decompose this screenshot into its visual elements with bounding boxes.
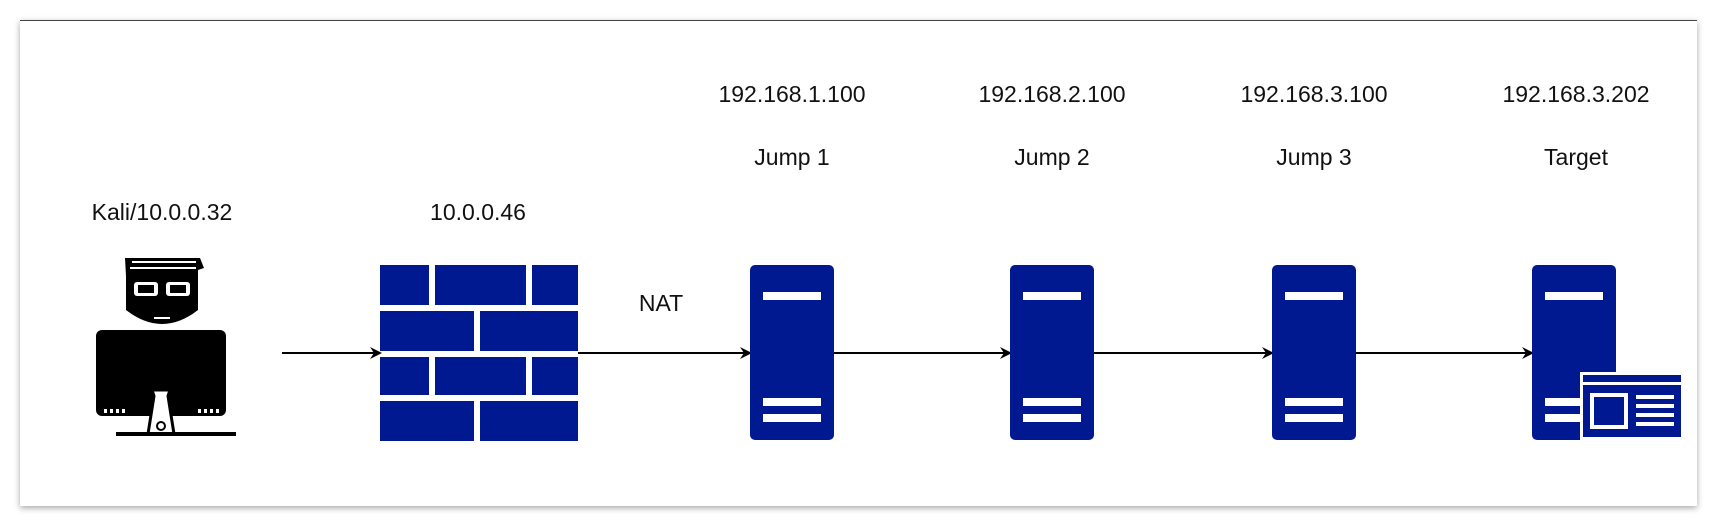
- jump2-ip-label: 192.168.2.100: [978, 81, 1126, 107]
- firewall-ip-label: 10.0.0.46: [430, 199, 526, 225]
- server-icon: [750, 265, 834, 440]
- target-name-label: Target: [1544, 144, 1608, 170]
- jump2-name-label: Jump 2: [1014, 144, 1090, 170]
- jump1-name-label: Jump 1: [754, 144, 830, 170]
- jump3-ip-label: 192.168.3.100: [1240, 81, 1388, 107]
- jump3-name-label: Jump 3: [1276, 144, 1352, 170]
- kali-label: Kali/10.0.0.32: [91, 199, 233, 225]
- hacker-workstation-icon: [96, 258, 236, 436]
- target-ip-label: 192.168.3.202: [1502, 81, 1650, 107]
- diagram-canvas: [20, 20, 1697, 506]
- nat-edge-label: NAT: [638, 290, 684, 316]
- server-icon: [1010, 265, 1094, 440]
- firewall-brick-wall-icon: [380, 265, 578, 441]
- server-icon: [1272, 265, 1356, 440]
- web-server-icon: [1532, 265, 1684, 440]
- jump1-ip-label: 192.168.1.100: [718, 81, 866, 107]
